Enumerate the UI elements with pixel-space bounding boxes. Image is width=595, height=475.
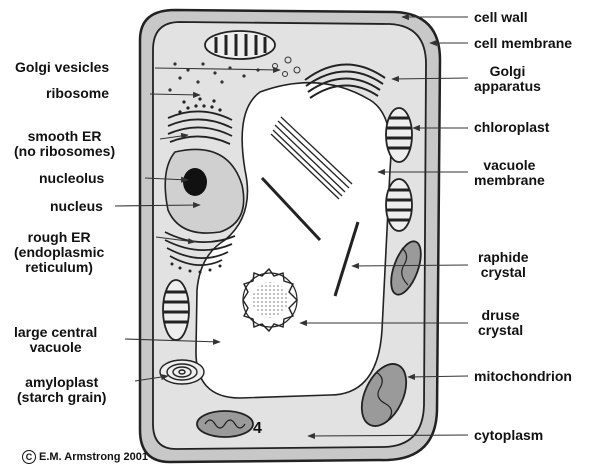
chloroplast — [386, 108, 412, 162]
label-mitochondrion-text: mitochondrion — [474, 369, 572, 384]
label-golgi-vesicles-text: Golgi vesicles — [15, 60, 109, 75]
label-vacuole-membrane-line1: vacuole — [474, 158, 545, 173]
label-druse-line1: druse — [478, 308, 523, 323]
label-cell-wall-text: cell wall — [474, 10, 528, 25]
credit-text: E.M. Armstrong 2001 — [39, 451, 148, 463]
label-vacuole-membrane: vacuolemembrane — [474, 158, 545, 188]
annotation-number: 4 — [253, 420, 262, 437]
label-nucleolus-text: nucleolus — [39, 171, 104, 186]
chloroplast-2 — [386, 179, 412, 231]
label-cytoplasm-text: cytoplasm — [474, 428, 543, 443]
label-druse-crystal: drusecrystal — [478, 308, 523, 338]
label-rough-er-line2: (endoplasmic — [14, 245, 104, 260]
label-rough-er-line1: rough ER — [14, 230, 104, 245]
label-amyloplast: amyloplast(starch grain) — [17, 375, 106, 405]
label-rough-er: rough ER(endoplasmicreticulum) — [14, 230, 104, 275]
label-rough-er-line3: reticulum) — [14, 260, 104, 275]
label-golgi-vesicles: Golgi vesicles — [15, 60, 109, 75]
label-chloroplast: chloroplast — [474, 120, 549, 135]
label-ribosome: ribosome — [46, 86, 109, 101]
label-cytoplasm: cytoplasm — [474, 428, 543, 443]
label-raphide-line2: crystal — [478, 265, 529, 280]
label-golgi-apparatus: Golgiapparatus — [474, 64, 541, 94]
label-raphide-line1: raphide — [478, 250, 529, 265]
chloroplast-top — [205, 31, 275, 59]
label-large-central-vacuole: large centralvacuole — [14, 325, 97, 355]
label-druse-line2: crystal — [478, 323, 523, 338]
label-raphide-crystal: raphidecrystal — [478, 250, 529, 280]
label-golgi-apparatus-line2: apparatus — [474, 79, 541, 94]
copyright-credit: CE.M. Armstrong 2001 — [22, 450, 148, 464]
label-chloroplast-text: chloroplast — [474, 120, 549, 135]
label-vacuole-line1: large central — [14, 325, 97, 340]
label-nucleus-text: nucleus — [50, 199, 103, 214]
label-ribosome-text: ribosome — [46, 86, 109, 101]
chloroplast-3 — [163, 280, 189, 340]
label-nucleolus: nucleolus — [39, 171, 104, 186]
label-smooth-er: smooth ER(no ribosomes) — [14, 129, 115, 159]
label-mitochondrion: mitochondrion — [474, 369, 572, 384]
label-golgi-apparatus-line1: Golgi — [474, 64, 541, 79]
amyloplast — [160, 360, 204, 384]
copyright-symbol: C — [22, 450, 36, 464]
label-amyloplast-line2: (starch grain) — [17, 390, 106, 405]
label-cell-membrane: cell membrane — [474, 36, 572, 51]
label-cell-membrane-text: cell membrane — [474, 36, 572, 51]
label-smooth-er-line1: smooth ER — [14, 129, 115, 144]
label-amyloplast-line1: amyloplast — [17, 375, 106, 390]
label-cell-wall: cell wall — [474, 10, 528, 25]
label-vacuole-membrane-line2: membrane — [474, 173, 545, 188]
mitochondrion-lower-left — [197, 411, 253, 437]
nucleolus — [183, 168, 207, 196]
label-vacuole-line2: vacuole — [14, 340, 97, 355]
label-nucleus: nucleus — [50, 199, 103, 214]
label-smooth-er-line2: (no ribosomes) — [14, 144, 115, 159]
